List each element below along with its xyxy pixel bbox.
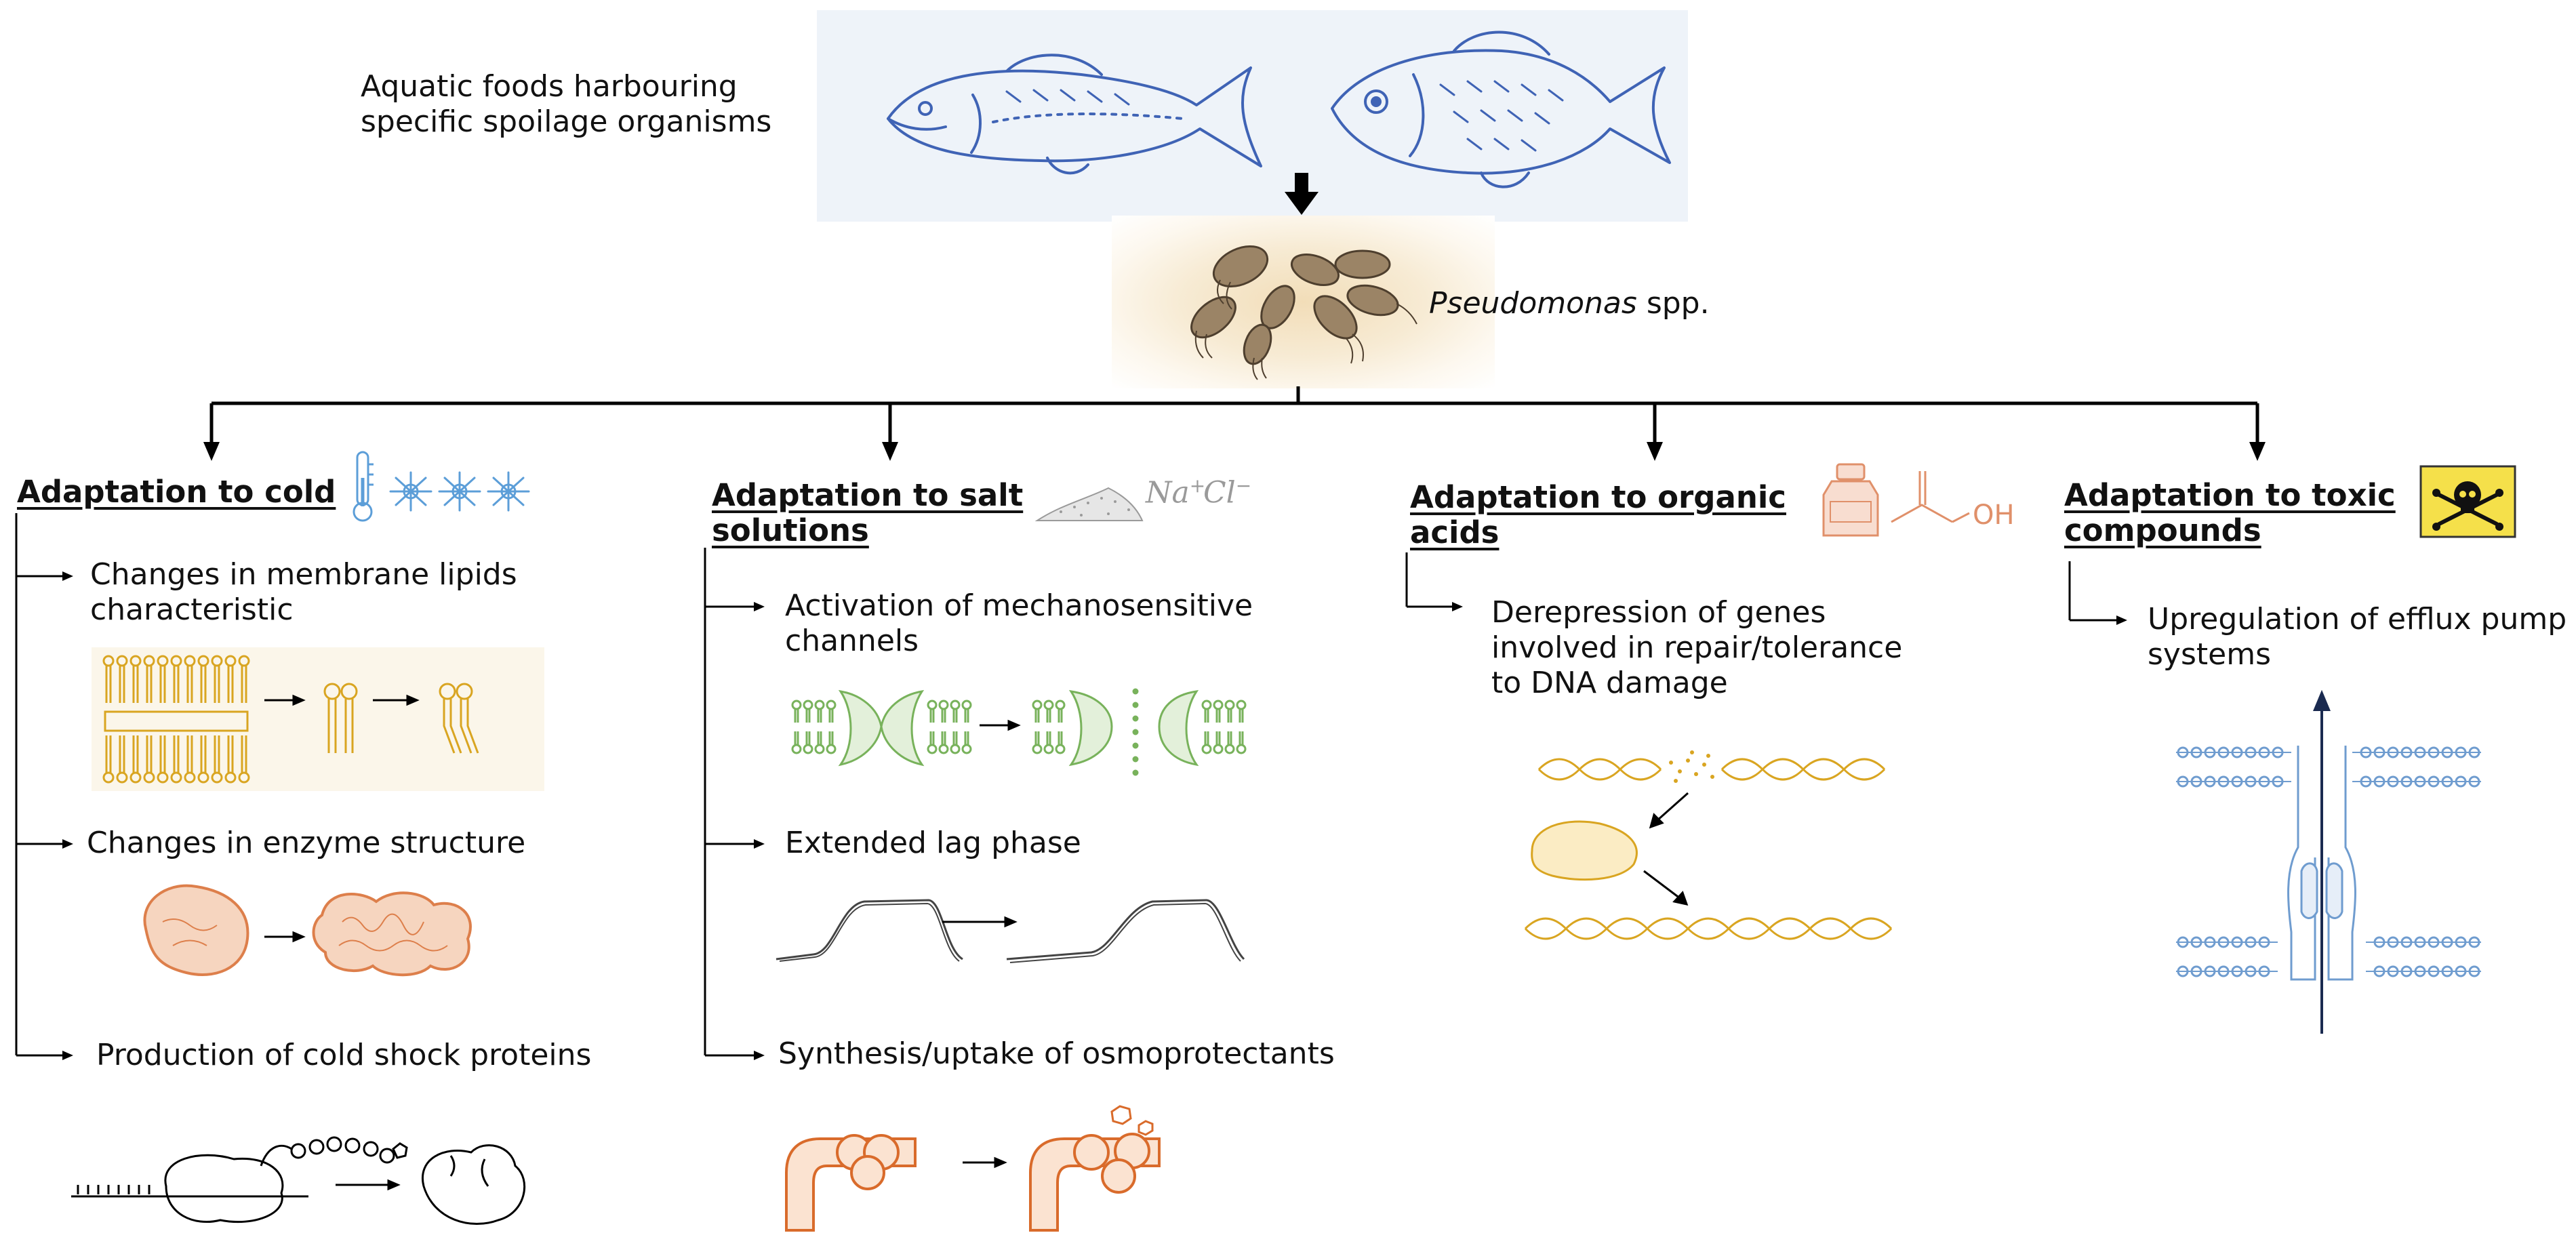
organism-genus: Pseudomonas [1429,286,1637,321]
osmoprotectant-uptake-icon [785,1105,1161,1232]
bacteria-icon [1190,245,1417,380]
fish-panel [817,10,1688,222]
mechanosensitive-channel-icon [791,688,1247,776]
branch-arrow-toxic [2249,442,2266,461]
dna-repair-icon [1524,750,1893,940]
thermometer-icon [353,451,374,522]
snowflake-icon [389,471,530,512]
salt-item-1: Activation of mechanosensitive channels [785,588,1253,659]
toxic-item-1-line1: Upregulation of efflux pump [2148,602,2567,636]
branch-arrow-salt [882,442,898,461]
branch-title-salt-line1: Adaptation to salt [712,477,1024,513]
cold-item-3-line1: Production of cold shock proteins [96,1038,592,1072]
cold-item-1-line1: Changes in membrane lipids [90,557,517,592]
salt-pile-icon [1034,487,1144,521]
channel-closed-icon [791,689,972,767]
inner-membrane-icon [2176,936,2481,977]
branch-title-toxic: Adaptation to toxic compounds [2064,478,2396,548]
salt-item-2: Extended lag phase [785,826,1081,861]
cold-item-1-line2: characteristic [90,592,294,627]
sodium-charge: + [1189,474,1206,497]
salt-item-1-line2: channels [785,624,919,658]
chloride-charge: − [1235,474,1252,497]
organism-suffix: spp. [1636,286,1710,321]
salt-item-3: Synthesis/uptake of osmoprotectants [778,1036,1335,1072]
acids-item-1: Derepression of genes involved in repair… [1491,595,1902,701]
sodium-symbol: Na [1146,475,1190,510]
cold-item-1: Changes in membrane lipids characteristi… [90,557,517,628]
toxic-item-1: Upregulation of efflux pump systems [2148,602,2567,672]
fish-illustration [887,31,1671,188]
bottle-icon [1822,463,1879,537]
sodium-ion-label: Na+ [1146,474,1205,510]
acids-item-1-line2: involved in repair/tolerance [1491,630,1903,665]
carboxylic-acid-icon: OH [1888,464,2017,539]
branch-title-acids-line2: acids [1410,514,1500,550]
hydroxyl-label: OH [1973,500,2015,531]
branch-title-cold-text: Adaptation to cold [17,474,336,510]
branch-title-toxic-line1: Adaptation to toxic [2064,477,2396,513]
efflux-pump-icon [2176,689,2481,1034]
acids-item-1-line3: to DNA damage [1491,666,1728,700]
cold-item-3: Production of cold shock proteins [96,1038,591,1073]
toxic-item-1-line2: systems [2148,637,2271,672]
source-text-line1: Aquatic foods harbouring [361,69,738,104]
skull-crossbones-icon [2419,465,2516,538]
lag-phase-curve-icon [776,899,1245,963]
salt-item-3-line1: Synthesis/uptake of osmoprotectants [778,1036,1335,1071]
cold-item-2: Changes in enzyme structure [87,826,525,861]
branch-title-acids: Adaptation to organic acids [1410,480,1786,550]
salt-item-2-line1: Extended lag phase [785,826,1081,860]
cold-shock-protein-icon [71,1136,526,1226]
chloride-symbol: Cl [1203,475,1236,510]
branch-arrow-cold [203,442,220,461]
branch-title-cold: Adaptation to cold [17,474,336,510]
salt-crystals-icon: Na+ Cl− [1034,468,1264,529]
enzyme-structure-icon [143,884,472,977]
chloride-ion-label: Cl− [1203,474,1251,510]
salt-item-1-line1: Activation of mechanosensitive [785,588,1253,623]
branch-title-toxic-line2: compounds [2064,512,2261,548]
acids-item-1-line1: Derepression of genes [1491,595,1826,630]
source-text-line2: specific spoilage organisms [361,104,772,139]
branch-title-salt: Adaptation to salt solutions [712,478,1023,548]
outer-membrane-icon [2176,746,2481,788]
bacteria-panel [1112,216,1495,388]
pump-channel-icon [2287,746,2356,981]
down-arrow-icon [1285,173,1319,215]
branch-title-salt-line2: solutions [712,512,869,548]
organism-label: Pseudomonas spp. [1429,286,1710,321]
branch-title-acids-line1: Adaptation to organic [1410,479,1786,515]
source-text: Aquatic foods harbouring specific spoila… [361,69,771,140]
membrane-lipids-illustration [92,647,544,791]
fish-left-icon [887,54,1262,175]
channel-open-icon [1032,688,1247,776]
cold-item-2-line1: Changes in enzyme structure [87,826,526,860]
lipid-bilayer-icon [102,655,479,784]
fish-right-icon [1331,31,1671,188]
branch-arrow-acids [1647,442,1663,461]
